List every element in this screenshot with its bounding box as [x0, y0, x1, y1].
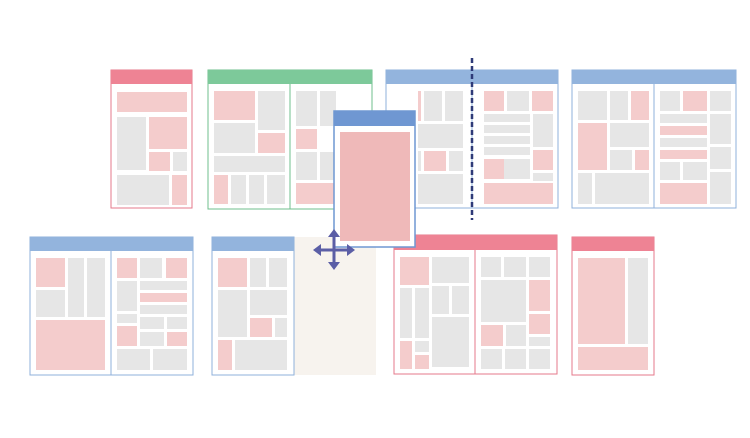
spread-4[interactable]	[571, 69, 737, 209]
spread-6[interactable]	[211, 236, 376, 376]
spread-2[interactable]	[207, 69, 373, 210]
spread-7[interactable]	[393, 234, 558, 375]
move-arrows-icon	[313, 229, 355, 270]
spread-5[interactable]	[29, 236, 194, 376]
spread-1[interactable]	[110, 69, 193, 209]
spread-8[interactable]	[571, 236, 655, 376]
dragged-page[interactable]	[333, 110, 416, 248]
